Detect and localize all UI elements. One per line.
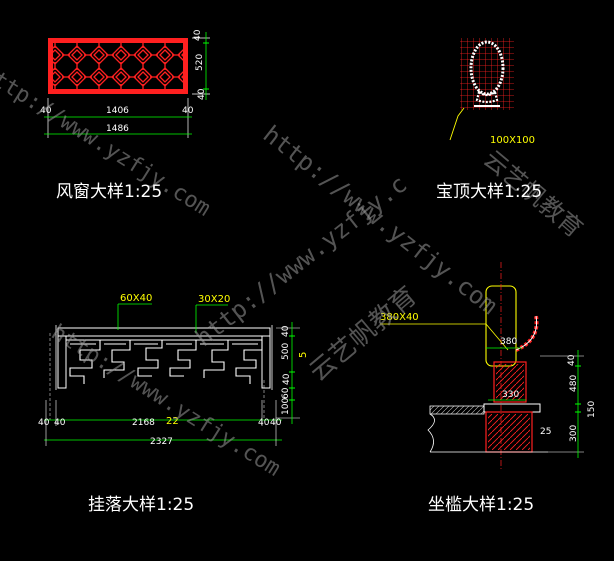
window-dim-right: 40 xyxy=(182,106,194,116)
hanging-detail: 60X40 30X20 40 500 40 60 100 5 40 40 216… xyxy=(38,293,309,447)
hanging-v4: 60 xyxy=(281,387,291,399)
seat-dim-h1: 40 xyxy=(567,354,577,366)
hanging-v2: 500 xyxy=(281,343,291,360)
window-dim-left: 40 xyxy=(40,106,52,116)
hanging-v5: 100 xyxy=(281,398,291,415)
hanging-member-a: 60X40 xyxy=(120,293,152,304)
title-window-detail: 风窗大样1:25 xyxy=(56,182,163,202)
hanging-l1: 40 xyxy=(38,418,50,428)
hanging-r1: 40 xyxy=(258,418,270,428)
finial-size-label: 100X100 xyxy=(490,135,535,146)
window-dim-height: 520 xyxy=(195,54,205,71)
seat-label: 380X40 xyxy=(380,312,419,323)
hanging-l2: 40 xyxy=(54,418,66,428)
window-dim-bottom: 40 xyxy=(197,88,207,100)
hanging-mid-note: 22 xyxy=(166,416,179,427)
hanging-v3: 40 xyxy=(282,373,292,385)
window-dim-top: 40 xyxy=(193,29,203,41)
hanging-total: 2327 xyxy=(150,437,173,447)
hanging-side: 5 xyxy=(298,352,309,358)
finial-detail: 100X100 xyxy=(449,38,535,146)
title-hanging-detail: 挂落大样1:25 xyxy=(88,495,195,515)
seat-dim-h3: 150 xyxy=(587,401,597,418)
seat-detail: 380X40 380 330 25 40 480 150 300 xyxy=(380,262,597,470)
seat-dim-b: 330 xyxy=(502,390,519,400)
hanging-r2: 40 xyxy=(270,418,282,428)
seat-dim-h2: 480 xyxy=(569,375,579,392)
title-finial-detail: 宝顶大样1:25 xyxy=(436,182,543,202)
window-dim-inner: 1406 xyxy=(106,106,129,116)
hanging-mid: 2168 xyxy=(132,418,155,428)
seat-dim-h4: 300 xyxy=(569,425,579,442)
window-dim-total: 1486 xyxy=(106,124,129,134)
hanging-member-b: 30X20 xyxy=(198,294,230,305)
seat-dim-a: 380 xyxy=(500,337,517,347)
window-lattice xyxy=(53,43,183,89)
finial-grid xyxy=(460,38,514,110)
window-detail: 40 520 40 40 1406 40 1486 xyxy=(40,29,210,138)
title-seat-detail: 坐槛大样1:25 xyxy=(428,495,535,515)
seat-dim-c: 25 xyxy=(540,427,551,437)
hanging-v1: 40 xyxy=(281,325,291,337)
